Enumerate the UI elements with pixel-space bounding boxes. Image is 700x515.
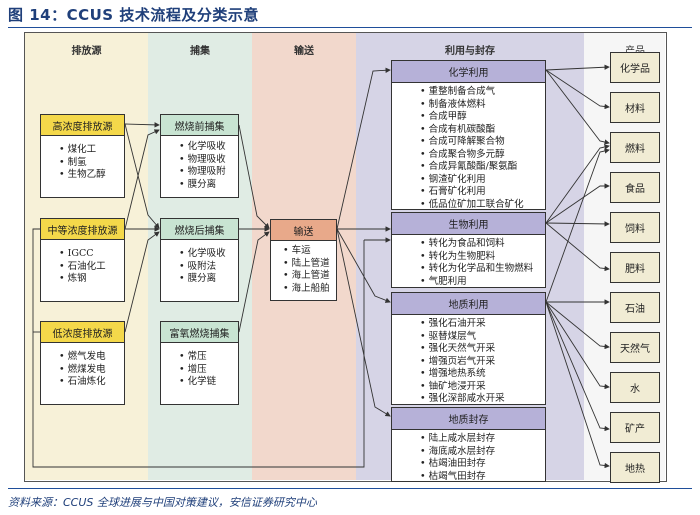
geological-storage: 地质封存 陆上咸水层封存 海底咸水层封存 枯竭油田封存 枯竭气田封存: [391, 407, 546, 482]
list-item: 枯竭油田封存: [420, 458, 545, 471]
list-item: 化学吸收: [179, 248, 238, 261]
list-item: 制氢: [59, 157, 124, 170]
list-item: 合成聚合物多元醇: [420, 149, 545, 162]
box-title: 燃烧前捕集: [161, 115, 238, 136]
band-header-products: 产品: [610, 42, 660, 57]
product-fertilizer: 肥料: [610, 252, 660, 283]
list-item: 合成有机碳酸酯: [420, 124, 545, 137]
product-natural-gas: 天然气: [610, 332, 660, 363]
list-item: 物理吸附: [179, 166, 238, 179]
list-item: 化学链: [179, 376, 238, 389]
box-title: 化学利用: [392, 61, 545, 83]
source-divider: [8, 488, 692, 489]
list-item: 车运: [283, 245, 336, 258]
list-item: 石膏矿化利用: [420, 186, 545, 199]
list-item: 石油化工: [59, 261, 124, 274]
list-item: 物理吸收: [179, 154, 238, 167]
list-item: 膜分离: [179, 179, 238, 192]
transport-box: 输送 车运 陆上管道 海上管道 海上船舶: [270, 219, 337, 301]
diagram-frame: [24, 32, 667, 482]
list-item: 合成可降解聚合物: [420, 136, 545, 149]
list-item: 强化天然气开采: [420, 343, 545, 356]
list-item: 增强地热系统: [420, 368, 545, 381]
band-header-transport: 输送: [294, 46, 314, 57]
list-item: 海底咸水层封存: [420, 446, 545, 459]
box-title: 燃烧后捕集: [161, 219, 238, 240]
list-item: 增压: [179, 364, 238, 377]
list-item: 煤化工: [59, 144, 124, 157]
list-item: 陆上管道: [283, 258, 336, 271]
list-item: 海上管道: [283, 270, 336, 283]
list-item: 吸附法: [179, 261, 238, 274]
list-item: 钢渣矿化利用: [420, 174, 545, 187]
product-food: 食品: [610, 172, 660, 203]
capture-pre-combustion: 燃烧前捕集 化学吸收 物理吸收 物理吸附 膜分离: [160, 114, 239, 198]
product-oil: 石油: [610, 292, 660, 323]
capture-oxy-fuel: 富氧燃烧捕集 常压 增压 化学链: [160, 321, 239, 405]
use-chemical: 化学利用 重整制备合成气 制备液体燃料 合成甲醇 合成有机碳酸酯 合成可降解聚合…: [391, 60, 546, 210]
product-chemicals: 化学品: [610, 52, 660, 83]
use-geological: 地质利用 强化石油开采 驱替煤层气 强化天然气开采 增强页岩气开采 增强地热系统…: [391, 292, 546, 405]
figure-title: 图 14：CCUS 技术流程及分类示意: [8, 6, 259, 24]
box-title: 输送: [271, 220, 336, 241]
list-item: 转化为化学品和生物燃料: [420, 263, 545, 276]
list-item: 气肥利用: [420, 276, 545, 289]
list-item: 强化石油开采: [420, 318, 545, 331]
list-item: 常压: [179, 351, 238, 364]
box-title: 地质封存: [392, 408, 545, 430]
list-item: 石油炼化: [59, 376, 124, 389]
capture-post-combustion: 燃烧后捕集 化学吸收 吸附法 膜分离: [160, 218, 239, 302]
list-item: 海上船舶: [283, 283, 336, 296]
box-title: 生物利用: [392, 213, 545, 235]
list-item: 转化为食品和饲料: [420, 238, 545, 251]
band-header-capture: 捕集: [190, 46, 210, 57]
source-low-concentration: 低浓度排放源 燃气发电 燃煤发电 石油炼化: [40, 321, 125, 405]
box-title: 地质利用: [392, 293, 545, 315]
band-header-use: 利用与封存: [445, 46, 495, 57]
list-item: 炼钢: [59, 273, 124, 286]
list-item: 合成甲醇: [420, 111, 545, 124]
list-item: 枯竭气田封存: [420, 471, 545, 484]
product-materials: 材料: [610, 92, 660, 123]
box-title: 高浓度排放源: [41, 115, 124, 136]
title-divider: [8, 27, 692, 28]
list-item: 重整制备合成气: [420, 86, 545, 99]
list-item: 合成异氰酸酯/聚氨酯: [420, 161, 545, 174]
list-item: 陆上咸水层封存: [420, 433, 545, 446]
source-medium-concentration: 中等浓度排放源 IGCC 石油化工 炼钢: [40, 218, 125, 302]
list-item: IGCC: [59, 248, 124, 261]
product-geothermal: 地热: [610, 452, 660, 483]
list-item: 制备液体燃料: [420, 99, 545, 112]
list-item: 增强页岩气开采: [420, 356, 545, 369]
product-minerals: 矿产: [610, 412, 660, 443]
box-title: 低浓度排放源: [41, 322, 124, 343]
product-water: 水: [610, 372, 660, 403]
list-item: 燃气发电: [59, 351, 124, 364]
list-item: 驱替煤层气: [420, 331, 545, 344]
list-item: 化学吸收: [179, 141, 238, 154]
product-fuel: 燃料: [610, 132, 660, 163]
box-title: 中等浓度排放源: [41, 219, 124, 240]
list-item: 低品位矿加工联合矿化: [420, 199, 545, 212]
list-item: 铀矿地浸开采: [420, 381, 545, 394]
list-item: 转化为生物肥料: [420, 251, 545, 264]
list-item: 生物乙醇: [59, 169, 124, 182]
list-item: 燃煤发电: [59, 364, 124, 377]
list-item: 强化深部咸水开采: [420, 393, 545, 406]
source-note: 资料来源：CCUS 全球进展与中国对策建议，安信证券研究中心: [8, 496, 317, 509]
product-feed: 饲料: [610, 212, 660, 243]
use-biological: 生物利用 转化为食品和饲料 转化为生物肥料 转化为化学品和生物燃料 气肥利用: [391, 212, 546, 288]
box-title: 富氧燃烧捕集: [161, 322, 238, 343]
band-header-sources: 排放源: [71, 46, 102, 57]
source-high-concentration: 高浓度排放源 煤化工 制氢 生物乙醇: [40, 114, 125, 198]
list-item: 膜分离: [179, 273, 238, 286]
